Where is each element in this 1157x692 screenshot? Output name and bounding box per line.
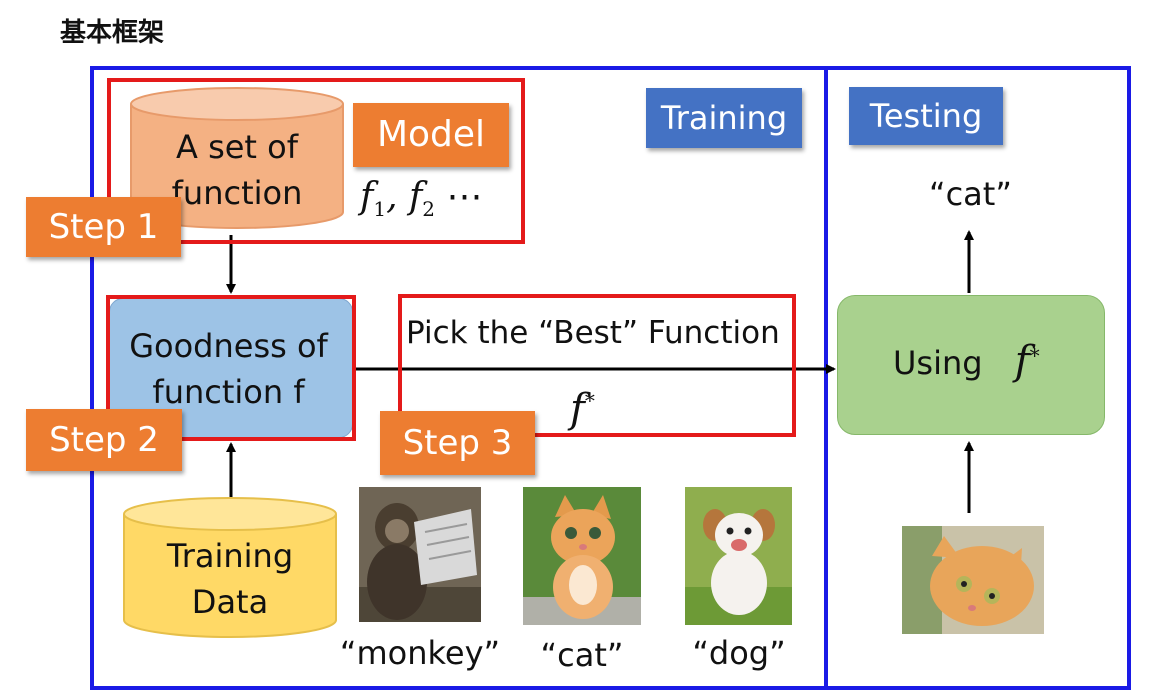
using-box: [837, 295, 1105, 435]
step2-box: [106, 295, 356, 441]
dog-photo: [685, 487, 792, 625]
training-data-text: Training Data: [166, 537, 294, 621]
goodness-text: Goodness of function f: [129, 327, 328, 411]
training-data-cylinder: [123, 497, 337, 638]
testing-panel: [824, 66, 1131, 690]
monkey-photo: [359, 487, 481, 622]
example-label-monkey: “monkey”: [339, 634, 501, 672]
page-title: 基本框架: [60, 18, 165, 48]
output-label: “cat”: [929, 175, 1012, 213]
step3-label: Step 3: [380, 411, 535, 475]
pick-best-math: f*: [570, 386, 595, 432]
cat-photo: [523, 487, 641, 625]
using-text: Using f*: [893, 338, 1040, 384]
step1-box: [107, 78, 525, 244]
step3-box: [398, 294, 796, 437]
example-label-dog: “dog”: [692, 634, 786, 672]
pick-best-text: Pick the “Best” Function: [406, 315, 780, 351]
example-label-cat: “cat”: [540, 636, 624, 674]
training-label: Training: [646, 88, 802, 148]
model-functions-math: f1, f2 ⋯: [360, 176, 483, 222]
step2-label: Step 2: [26, 409, 182, 471]
function-set-text: A set of function: [171, 128, 303, 212]
testing-label: Testing: [849, 87, 1003, 145]
test-cat-photo: [902, 526, 1044, 634]
model-label: Model: [353, 103, 509, 167]
step1-label: Step 1: [26, 197, 181, 257]
